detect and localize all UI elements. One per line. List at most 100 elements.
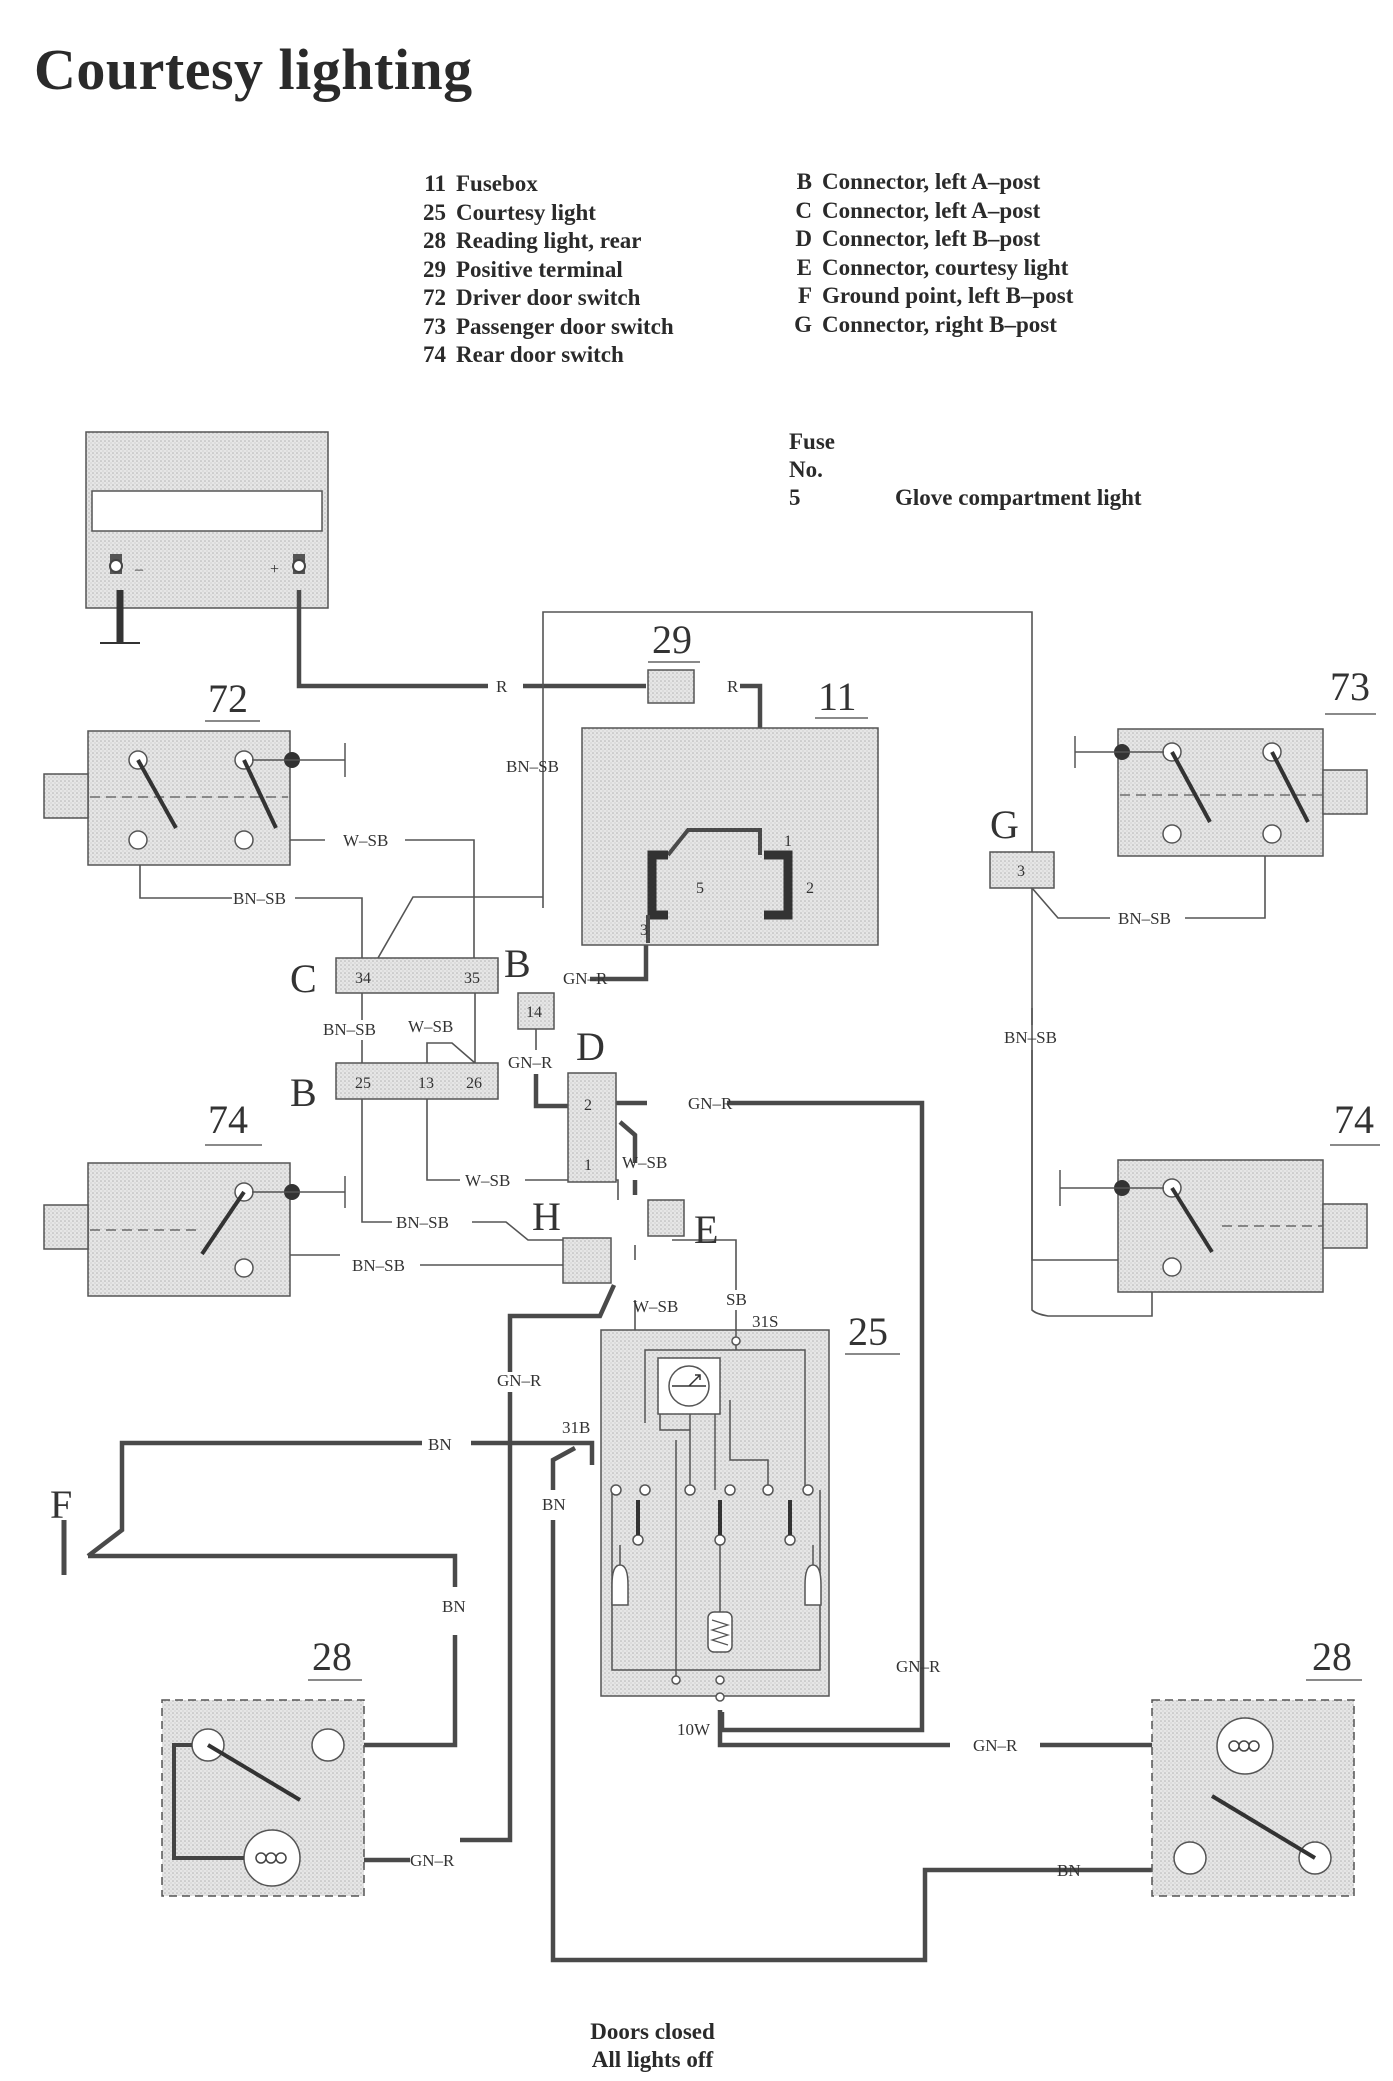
wire-gnr-left bbox=[460, 1392, 513, 1843]
legend-item: G Connector, right B–post bbox=[788, 311, 1073, 340]
wire-bnsb-c34 bbox=[377, 896, 543, 959]
connector-pin: 3 bbox=[1017, 863, 1025, 880]
legend-number: 72 bbox=[423, 285, 446, 310]
legend-label: Connector, right B–post bbox=[822, 311, 1057, 337]
connector-letter: B bbox=[290, 1070, 317, 1115]
wire-label: 10W bbox=[677, 1720, 711, 1739]
connector-letter: G bbox=[990, 802, 1019, 847]
wire-label: W–SB bbox=[343, 831, 388, 850]
connector-G: G 3 bbox=[989, 802, 1055, 889]
wire-label: GN–R bbox=[410, 1851, 455, 1870]
fuse-pin: 5 bbox=[696, 880, 704, 897]
legend-item: 11 Fusebox bbox=[404, 170, 674, 199]
connector-D: D 2 1 bbox=[567, 1024, 617, 1183]
component-number: 73 bbox=[1330, 664, 1370, 709]
component-number: 74 bbox=[208, 1097, 248, 1142]
wire-73-bnsb bbox=[1185, 832, 1266, 919]
legend-letter: G bbox=[794, 311, 812, 337]
reading-light-28-right: 28 bbox=[1151, 1634, 1362, 1897]
wire-b13-down bbox=[426, 1099, 460, 1181]
legend-label: Courtesy light bbox=[456, 199, 596, 225]
wire-label: GN–R bbox=[973, 1736, 1018, 1755]
legend-number: 73 bbox=[423, 313, 446, 339]
wire-label: GN–R bbox=[688, 1094, 733, 1113]
wire-label: BN–SB bbox=[396, 1213, 449, 1232]
fuse-header: Fuse bbox=[789, 429, 835, 454]
connector-pin: 13 bbox=[418, 1075, 434, 1092]
connector-C: C 34 35 bbox=[290, 956, 499, 1001]
wire-label: GN–R bbox=[497, 1371, 542, 1390]
wire-labels: R R BN–SB W–SB BN–SB GN–R BN–SB W–SB GN–… bbox=[233, 677, 1171, 1880]
component-number: 74 bbox=[1334, 1097, 1374, 1142]
legend-label: Fusebox bbox=[456, 171, 538, 196]
legend-label: Passenger door switch bbox=[456, 313, 674, 339]
connector-letter: F bbox=[50, 1482, 72, 1527]
wire-label: GN–R bbox=[896, 1657, 941, 1676]
legend-item: 72 Driver door switch bbox=[404, 284, 674, 313]
connector-pin: 1 bbox=[584, 1157, 592, 1174]
wire-D-down bbox=[618, 1120, 638, 1163]
legend-label: Connector, left A–post bbox=[822, 197, 1041, 223]
wire-label: BN–SB bbox=[323, 1020, 376, 1039]
wire-label: W–SB bbox=[633, 1297, 678, 1316]
wire-b13-to-E bbox=[525, 1179, 619, 1200]
page-title: Courtesy lighting bbox=[34, 37, 473, 102]
legend-label: Connector, left A–post bbox=[822, 169, 1041, 194]
fuse-label: Glove compartment light bbox=[895, 485, 1142, 510]
legend-label: Rear door switch bbox=[456, 342, 624, 367]
component-number: 28 bbox=[1312, 1634, 1352, 1679]
courtesy-light-25: 25 bbox=[600, 1309, 900, 1702]
ground-point-F: F bbox=[50, 1482, 72, 1527]
fuse-header-no: No. bbox=[789, 457, 823, 482]
wire-F-to-28 bbox=[88, 1553, 458, 1587]
wire-label: W–SB bbox=[622, 1153, 667, 1172]
legend-number: 11 bbox=[424, 171, 446, 196]
wire-label: R bbox=[727, 677, 739, 696]
wire-label: BN–SB bbox=[506, 757, 559, 776]
wire-label: BN–SB bbox=[1118, 909, 1171, 928]
legend-label: Ground point, left B–post bbox=[822, 283, 1074, 308]
battery-minus-label: – bbox=[134, 561, 144, 578]
connector-pin: 25 bbox=[355, 1075, 371, 1092]
wire-label: GN–R bbox=[563, 969, 608, 988]
connector-pin: 34 bbox=[355, 970, 371, 987]
legend-number: 29 bbox=[423, 256, 446, 282]
wire-label: BN bbox=[1057, 1861, 1081, 1880]
wire-label: BN–SB bbox=[233, 889, 286, 908]
wire-b13-loop bbox=[426, 1042, 476, 1064]
legend-label: Positive terminal bbox=[456, 256, 623, 282]
rear-door-switch-74-left: 74 bbox=[43, 1097, 346, 1297]
footer-line: All lights off bbox=[591, 2047, 714, 2072]
wire-72-wsb-to-c35 bbox=[405, 839, 475, 958]
connector-E: E bbox=[647, 1199, 718, 1252]
component-number: 29 bbox=[652, 617, 692, 662]
legend-label: Connector, left B–post bbox=[822, 226, 1041, 251]
wire-b25-down bbox=[361, 1099, 392, 1223]
driver-door-switch-72: 72 bbox=[43, 676, 346, 866]
battery-plus-terminal: + bbox=[270, 554, 306, 578]
wire-label: BN bbox=[428, 1435, 452, 1454]
connector-pin: 35 bbox=[464, 970, 480, 987]
connector-letter: D bbox=[576, 1024, 605, 1069]
wire-label: BN bbox=[442, 1597, 466, 1616]
wire-label: GN–R bbox=[508, 1053, 553, 1072]
wire-bn-28left bbox=[362, 1635, 458, 1748]
connector-letter: E bbox=[694, 1207, 718, 1252]
wire-label: W–SB bbox=[465, 1171, 510, 1190]
component-number: 28 bbox=[312, 1634, 352, 1679]
legend-label: Driver door switch bbox=[456, 285, 641, 310]
wire-label: BN–SB bbox=[1004, 1028, 1057, 1047]
wire-bn-28r bbox=[550, 1520, 1152, 1963]
wire-gnr-to-28left bbox=[359, 1808, 410, 1863]
battery-plus-label: + bbox=[270, 561, 279, 578]
fusebox-11: 11 1 2 3 5 bbox=[581, 674, 879, 946]
fuse-pin: 3 bbox=[640, 922, 648, 939]
